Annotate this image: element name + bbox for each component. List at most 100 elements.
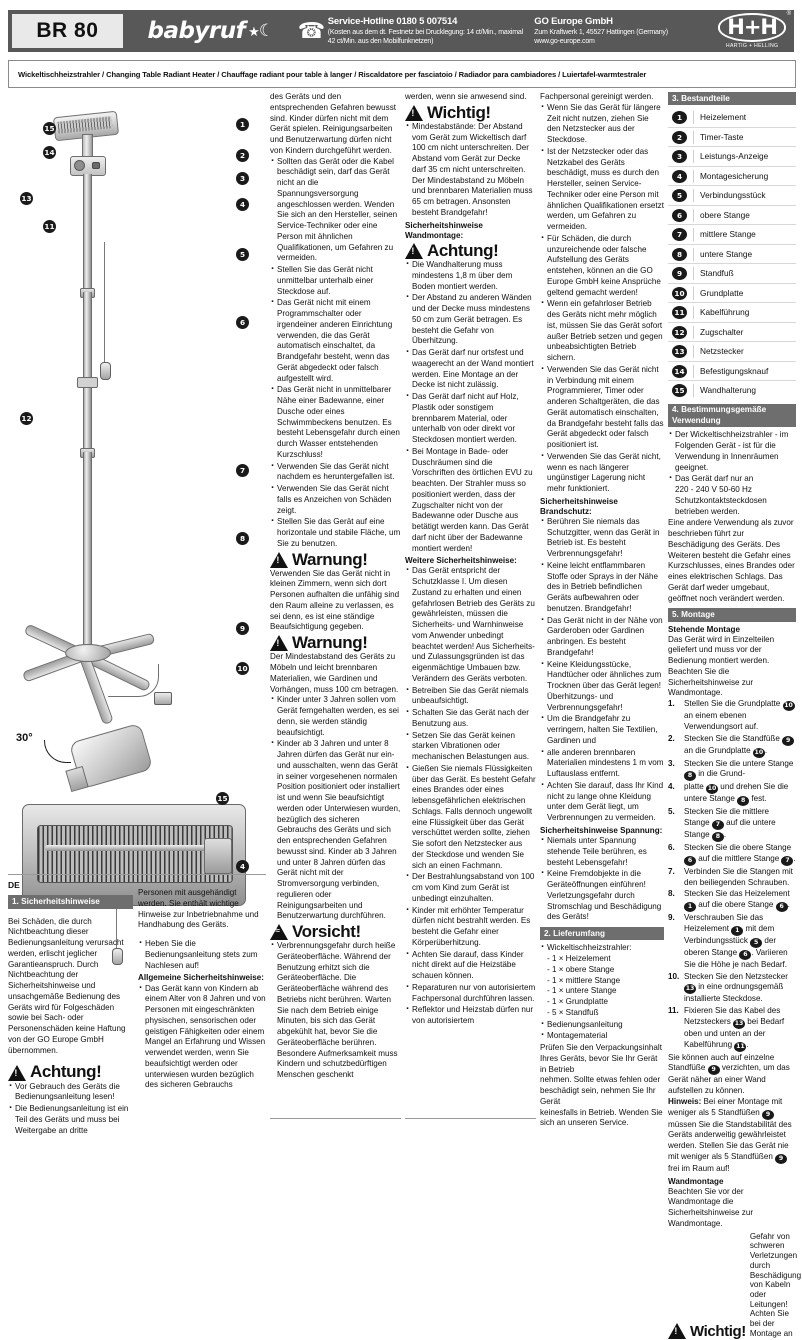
assembly-step: 10.Stecken Sie den Netzstecker 13 in ein…	[668, 972, 796, 1006]
step-text: Verbinden Sie die Stangen mit den beilie…	[684, 866, 793, 887]
callout-8: 8	[236, 532, 249, 545]
list-item: Das Gerät nicht in der Nähe von Garderob…	[540, 615, 664, 659]
middle-pole-graphic	[83, 292, 92, 452]
callout-4-wall: 4	[236, 860, 249, 873]
step-number: 5.	[668, 807, 675, 817]
standing-assembly-subheading: Stehende Montage	[668, 624, 740, 634]
divider	[270, 1118, 401, 1119]
step-number: 1.	[668, 699, 675, 709]
list-item: Der Wickeltischheizstrahler - im Folgend…	[668, 429, 796, 473]
part-number-badge: 10	[706, 784, 719, 795]
list-item: Sollten das Gerät oder die Kabel beschäd…	[270, 156, 401, 265]
section-4-title: 4. Bestimmungsgemäße Verwendung	[668, 403, 796, 428]
keep-manual-list: Heben Sie die Bedienungsanleitung stets …	[138, 938, 266, 971]
list-item: Die Wandhalterung muss mindestens 1,8 m …	[405, 259, 536, 292]
further-safety-subheading: Weitere Sicherheitshinweise:	[405, 556, 517, 566]
upper-pole-graphic	[83, 174, 92, 292]
step-text: Fixieren Sie das Kabel des Netzsteckers …	[684, 1006, 785, 1052]
important-label: Wichtig!	[690, 1323, 746, 1340]
list-item: Das Gerät kann von Kindern ab einem Alte…	[138, 983, 266, 1092]
list-item: Das Gerät nicht mit einem Programmschalt…	[270, 297, 401, 384]
phone-icon: ☎	[297, 18, 326, 43]
part-label: Timer-Taste	[693, 130, 744, 144]
warning-2-text: Der Mindestabstand des Geräts zu Möbeln …	[270, 652, 399, 694]
part-number-badge: 7	[781, 855, 794, 866]
list-item: Verwenden Sie das Gerät nicht, wenn es n…	[540, 451, 664, 495]
step-number: 8.	[668, 889, 675, 899]
list-item: Kinder ab 3 Jahren und unter 8 Jahren dü…	[270, 738, 401, 922]
part-label: mittlere Stange	[693, 228, 756, 241]
brand-logo: babyruf ★☾	[123, 18, 298, 44]
part-number-badge: 9	[775, 1153, 788, 1164]
list-item: Wenn Sie das Gerät für längere Zeit nich…	[540, 102, 664, 146]
warning-label: Warnung!	[292, 633, 368, 653]
product-subtitle: Wickeltischheizstrahler / Changing Table…	[18, 69, 647, 79]
callout-15-wall: 15	[216, 792, 229, 805]
list-item: Die Bedienungsanleitung ist ein Teil des…	[8, 1103, 133, 1136]
service-hotline-title: Service-Hotline 0180 5 007514	[327, 15, 458, 27]
part-number-badge: 10	[752, 747, 765, 758]
part-number-badge: 8	[711, 832, 724, 843]
delivery-check-paragraph-1: Prüfen Sie den Verpackungsinhalt Ihres G…	[540, 1043, 662, 1074]
list-item: Für Schäden, die durch unzureichende ode…	[540, 233, 664, 299]
list-item: Verwenden Sie das Gerät nicht in Verbind…	[540, 364, 664, 451]
timer-button-graphic	[74, 160, 85, 171]
part-number-badge: 14	[672, 364, 687, 378]
part-number-badge: 2	[672, 130, 687, 144]
warning-triangle-icon	[8, 1064, 26, 1081]
attention-bullet-list: Vor Gebrauch des Geräts die Bedienungsan…	[8, 1081, 133, 1137]
part-label: obere Stange	[693, 208, 750, 222]
important-header-col4: Wichtig! Gefahr von schweren Verletzunge…	[668, 1232, 801, 1340]
pull-cord-graphic	[104, 242, 105, 364]
voltage-safety-list: Niemals unter Spannung stehende Teile be…	[540, 835, 664, 923]
list-item: Keine leicht entflammbaren Stoffe oder S…	[540, 560, 664, 615]
part-label: Zugschalter	[693, 325, 743, 339]
list-item: Wenn ein gefahrloser Betrieb des Geräts …	[540, 298, 664, 364]
part-number-badge: 9	[672, 267, 687, 280]
part-number-badge: 6	[672, 208, 687, 222]
wall-unit-grill-graphic	[37, 825, 233, 883]
part-number-badge: 7	[672, 228, 687, 241]
attention-label: Achtung!	[427, 240, 499, 260]
company-website: www.go-europe.com	[534, 37, 595, 45]
hh-logo-subtitle: HARTIG + HELLING	[725, 42, 779, 49]
important-label: Wichtig!	[427, 102, 491, 122]
fire-safety-subheading: Sicherheitshinweise Brandschutz:	[540, 496, 618, 516]
callout-5: 5	[236, 248, 249, 261]
part-number-badge: 12	[672, 325, 687, 339]
section-1-title: 1. Sicherheitshinweise	[8, 895, 133, 909]
list-item: Das Gerät darf nicht auf Holz, Plastik o…	[405, 391, 536, 446]
part-label: Netzstecker	[693, 345, 744, 358]
list-item: Setzen Sie das Gerät keinen starken Vibr…	[405, 730, 536, 763]
list-item: Das Gerät nicht in unmittelbarer Nähe ei…	[270, 384, 401, 460]
callout-12: 12	[20, 412, 33, 425]
fewer-feet-paragraph: Sie können auch auf einzelne Standfüße 9…	[668, 1052, 790, 1096]
tilt-angle-label: 30°	[16, 732, 33, 744]
part-number-badge: 13	[672, 345, 687, 358]
intended-use-paragraph: Eine andere Verwendung als zuvor beschri…	[668, 518, 795, 603]
voltage-line-3: Schutzkontaktsteckdosen betrieben werden…	[675, 495, 767, 516]
step-number: 2.	[668, 733, 675, 743]
assembly-steps-list: 1.Stellen Sie die Grundplatte 10 an eine…	[668, 699, 796, 1052]
step-text: Stecken Sie das Heizelement 1 auf die ob…	[684, 889, 790, 913]
product-diagram: 15 1 2 14 3 13 4 11 5 6 12 7 8 9 10 30° …	[8, 92, 266, 1032]
callout-2: 2	[236, 149, 249, 162]
power-indicator-graphic	[92, 162, 100, 169]
column3-safety-list: Wenn Sie das Gerät für längere Zeit nich…	[540, 102, 664, 495]
callout-14: 14	[43, 146, 56, 159]
list-item: - 1 × obere Stange	[547, 964, 615, 974]
assembly-step: 7.Verbinden Sie die Stangen mit den beil…	[668, 867, 796, 889]
callout-13: 13	[20, 192, 33, 205]
list-item: Kinder unter 3 Jahren sollen vom Gerät f…	[270, 694, 401, 738]
important-header-1: Wichtig!	[405, 102, 536, 122]
part-number-badge: 6	[684, 855, 696, 866]
assembly-step: 2.Stecken Sie die Standfüße 9 an die Gru…	[668, 734, 796, 758]
wall-bracket-graphic	[204, 838, 232, 874]
warning-triangle-icon	[405, 104, 423, 121]
company-block: GO Europe GmbH Zum Kraftwerk 1, 45527 Ha…	[530, 16, 718, 46]
